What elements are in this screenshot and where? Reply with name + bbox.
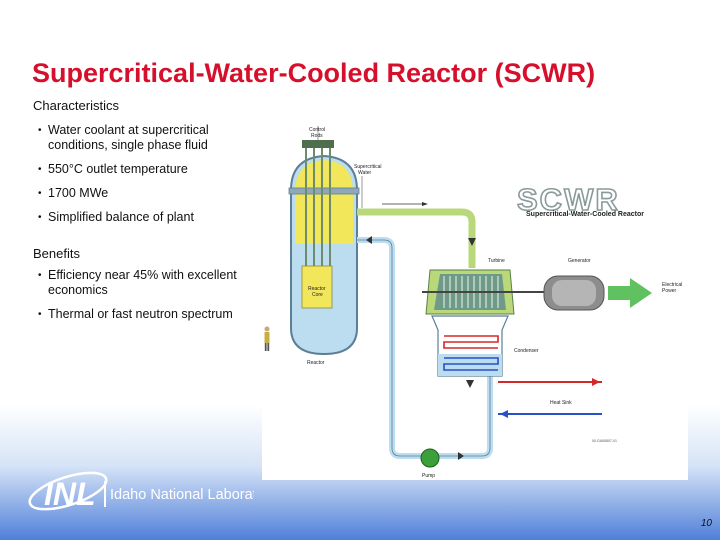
reference-code: 00-GA50807-01 (592, 439, 617, 443)
electrical-power-arrow (608, 278, 652, 308)
page-number: 10 (700, 518, 712, 529)
pump-label: Pump (422, 473, 435, 479)
reactor-core-label: Reactor (308, 286, 326, 292)
worker-figure (264, 326, 270, 351)
reactor-label: Reactor (307, 360, 325, 366)
supercritical-water-label: Supercritical (354, 164, 382, 170)
scwr-logo-subtitle: Supercritical-Water-Cooled Reactor (526, 211, 644, 218)
supercritical-water-label-2: Water (358, 170, 371, 176)
control-rods-label: Control (309, 127, 325, 133)
list-item: Thermal or fast neutron spectrum (33, 307, 238, 322)
inl-logo: INL Idaho National Laboratory (24, 465, 278, 515)
heat-sink-label: Heat Sink (550, 400, 572, 406)
list-item: 550°C outlet temperature (33, 162, 238, 177)
pump (420, 448, 440, 468)
turbine (422, 269, 544, 315)
list-item: Water coolant at supercritical condition… (33, 123, 238, 153)
turbine-label: Turbine (488, 258, 505, 264)
scwr-diagram: SCWR Supercritical-Water-Cooled Reactor … (262, 118, 688, 480)
condenser (431, 315, 509, 377)
inl-logo-name: Idaho National Laboratory (110, 487, 254, 503)
electrical-power-label: Electrical (662, 282, 682, 288)
list-item: Efficiency near 45% with excellent econo… (33, 268, 238, 298)
reactor-core-label-2: Core (312, 292, 323, 298)
inl-logo-short: INL (44, 476, 96, 512)
electrical-power-label-2: Power (662, 288, 677, 294)
reactor-vessel (288, 126, 360, 356)
scwr-logo-text: SCWR (517, 182, 620, 217)
page-title: Supercritical-Water-Cooled Reactor (SCWR… (32, 58, 596, 88)
generator-label: Generator (568, 258, 591, 264)
generator (543, 275, 605, 311)
characteristics-list: Water coolant at supercritical condition… (33, 123, 238, 234)
reactor-core (301, 265, 333, 309)
characteristics-heading: Characteristics (33, 98, 119, 113)
inl-logo-graphic: INL Idaho National Laboratory (28, 471, 278, 512)
list-item: 1700 MWe (33, 186, 238, 201)
condenser-label: Condenser (514, 348, 539, 354)
list-item: Simplified balance of plant (33, 210, 238, 225)
benefits-heading: Benefits (33, 246, 80, 261)
scwr-schematic: SCWR Supercritical-Water-Cooled Reactor … (264, 126, 682, 479)
benefits-list: Efficiency near 45% with excellent econo… (33, 268, 238, 331)
control-rods-label-2: Rods (311, 133, 323, 139)
